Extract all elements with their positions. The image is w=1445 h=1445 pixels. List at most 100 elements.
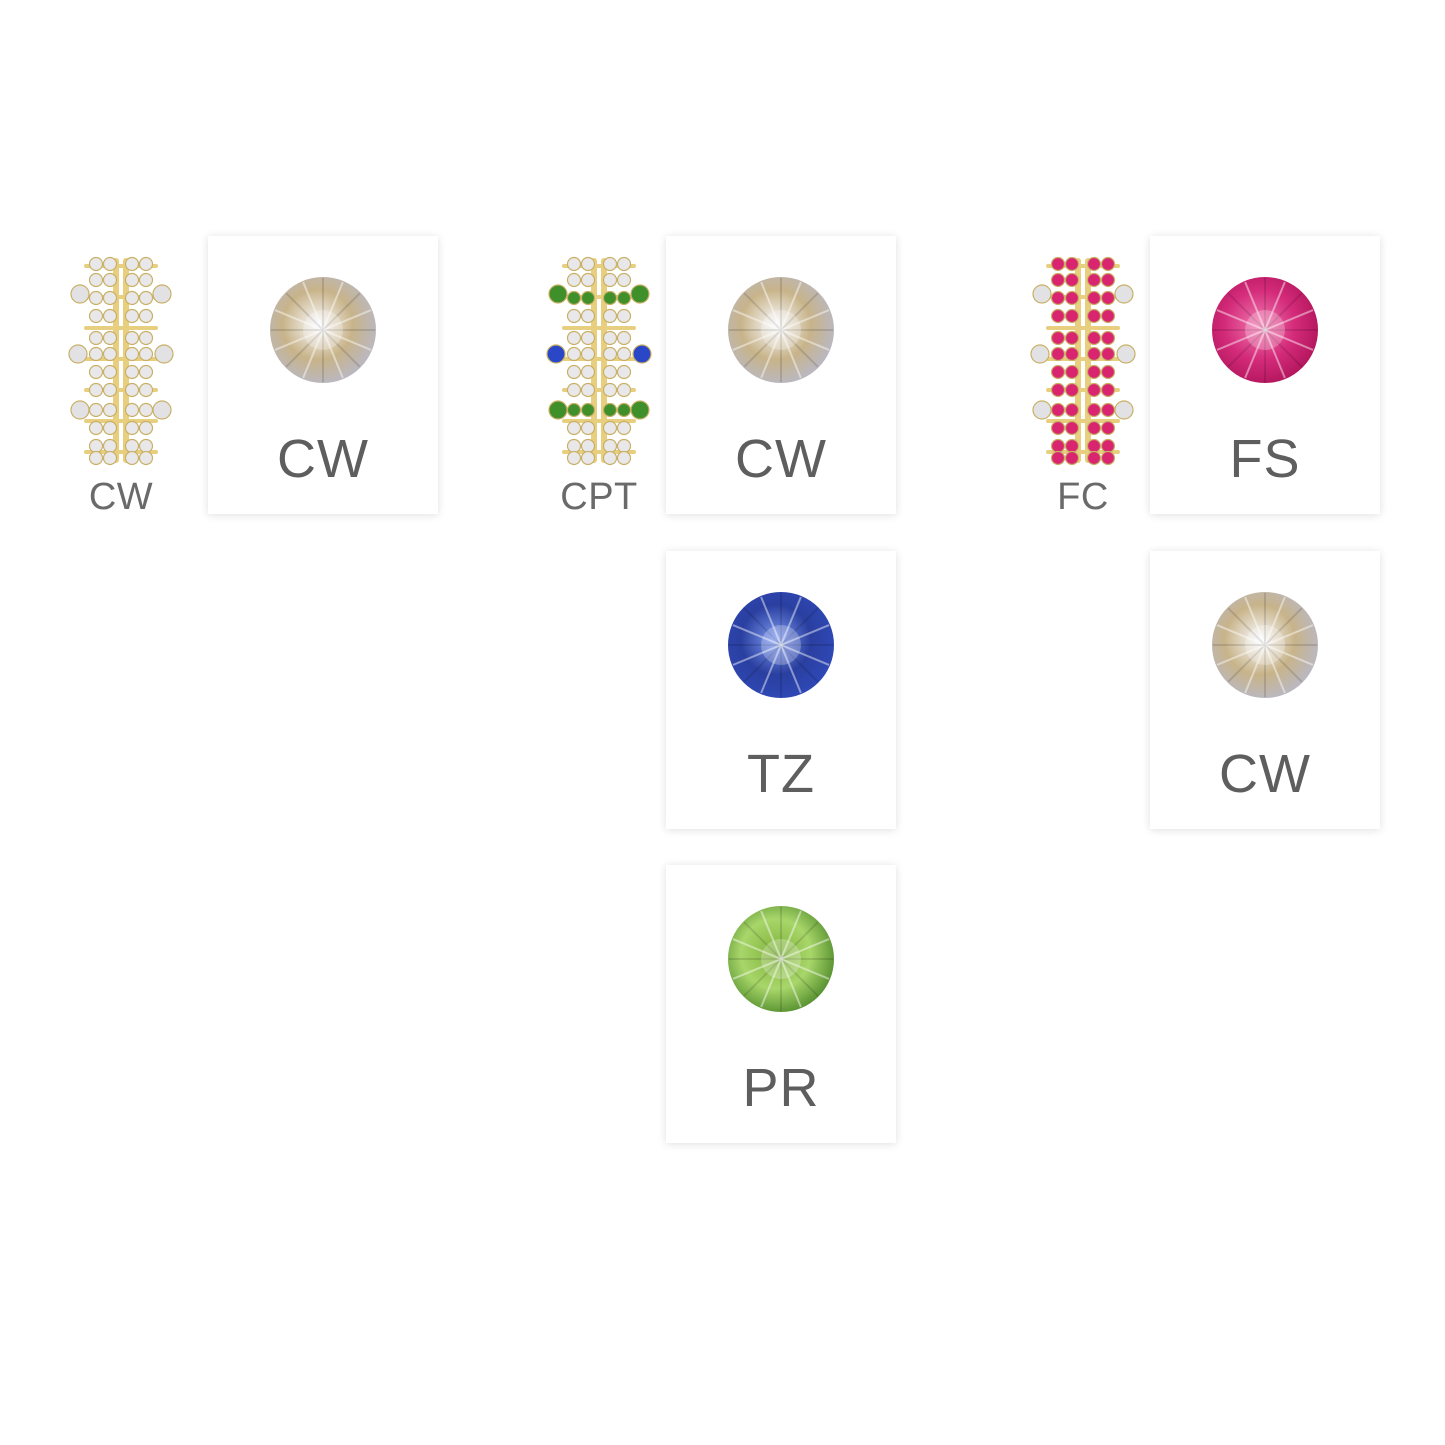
stone-swatch-cw[interactable]: CW (1150, 551, 1380, 829)
earring-stone (602, 450, 618, 466)
earring-stone (1100, 346, 1116, 362)
gem-body (728, 592, 834, 698)
stone-swatch-fs[interactable]: FS (1150, 236, 1380, 514)
gem-facet (732, 938, 782, 960)
earring-stone (1050, 382, 1066, 398)
earring-stone (124, 450, 140, 466)
earring-stone (616, 272, 632, 288)
gem-image (1212, 592, 1318, 698)
earring-stone (580, 346, 596, 362)
earring-rail (562, 326, 636, 330)
gem-facet (322, 329, 344, 379)
earring-stone (1086, 256, 1102, 272)
product-cw[interactable]: CW (66, 254, 176, 534)
earring-stone (580, 308, 596, 324)
earring-stone (124, 330, 140, 346)
gem-facet (1264, 329, 1286, 379)
gem-body (270, 277, 376, 383)
gem-facet (743, 607, 782, 646)
earring-stone (124, 438, 140, 454)
gem-facet (780, 329, 819, 368)
stone-swatch-cw[interactable]: CW (208, 236, 438, 514)
earring-stone (102, 330, 118, 346)
gem-image (1212, 277, 1318, 383)
earring-stone (1050, 402, 1066, 418)
earring-stone (616, 346, 632, 362)
gem-facet (1264, 607, 1303, 646)
earring-stone (102, 402, 118, 418)
earring-stone (1086, 272, 1102, 288)
earring-stone (1086, 330, 1102, 346)
earring-stone (1100, 402, 1116, 418)
earring-stone (138, 420, 154, 436)
gem-body (1212, 592, 1318, 698)
earring-stone (602, 438, 618, 454)
product-fc[interactable]: FC (1028, 254, 1138, 534)
earring-stone (1050, 290, 1066, 306)
gem-facet (322, 292, 361, 331)
earring-stone (1086, 420, 1102, 436)
stone-code-label: FS (1229, 429, 1301, 489)
earring-stone (88, 450, 104, 466)
earring-stone (616, 330, 632, 346)
gem-facet (780, 910, 802, 960)
earring-stone (1086, 308, 1102, 324)
stone-swatch-cw[interactable]: CW (666, 236, 896, 514)
earring-stone (102, 420, 118, 436)
earring-rail (84, 450, 158, 454)
gem-facet (1264, 644, 1314, 666)
earring-rail (562, 419, 636, 423)
earring-rail (1046, 419, 1120, 423)
gem-table (761, 939, 801, 979)
stone-swatch-pr[interactable]: PR (666, 865, 896, 1143)
earring-stone (102, 438, 118, 454)
earring-stone (138, 450, 154, 466)
earring-rail (1046, 326, 1120, 330)
gem-table (761, 625, 801, 665)
earring-stone (602, 382, 618, 398)
earring-stone (616, 308, 632, 324)
earring-rail (84, 326, 158, 330)
gem-facet (743, 644, 782, 683)
gem-facet (285, 329, 324, 368)
earring-side-stone (70, 400, 90, 420)
earring-side-stone (68, 344, 88, 364)
earring-stone (88, 256, 104, 272)
earring-stone (1100, 420, 1116, 436)
product-cpt[interactable]: CPT (544, 254, 654, 534)
earring-stone (602, 402, 618, 418)
earring-stone (616, 256, 632, 272)
earring-stone (1064, 256, 1080, 272)
earring-stone (138, 308, 154, 324)
gem-body (728, 277, 834, 383)
gem-facet (743, 292, 782, 331)
earring-stone (1050, 346, 1066, 362)
gem-image (270, 277, 376, 383)
gem-facet (780, 309, 830, 331)
earring-image (546, 256, 652, 466)
earring-stone (1064, 290, 1080, 306)
earring-side-stone (1032, 400, 1052, 420)
earring-side-stone (548, 400, 568, 420)
earring-stone (1086, 438, 1102, 454)
earring-stone (580, 330, 596, 346)
earring-stone (616, 290, 632, 306)
gem-facet (780, 958, 802, 1008)
earring-stone (1100, 272, 1116, 288)
earring-side-stone (548, 284, 568, 304)
earring-rail (84, 357, 158, 361)
gem-facet (1216, 329, 1266, 351)
gem-facet (732, 958, 782, 980)
gem-facet (743, 329, 782, 368)
earring-stone (566, 308, 582, 324)
gem-facet (1264, 281, 1286, 331)
gem-table (1245, 310, 1285, 350)
gem-facet (1216, 644, 1266, 666)
gem-facet (732, 329, 782, 351)
stone-swatch-tz[interactable]: TZ (666, 551, 896, 829)
earring-side-stone (154, 344, 174, 364)
gem-facet (780, 958, 830, 980)
earring-stone (1086, 402, 1102, 418)
gem-facet (780, 329, 802, 379)
gem-body (1212, 277, 1318, 383)
